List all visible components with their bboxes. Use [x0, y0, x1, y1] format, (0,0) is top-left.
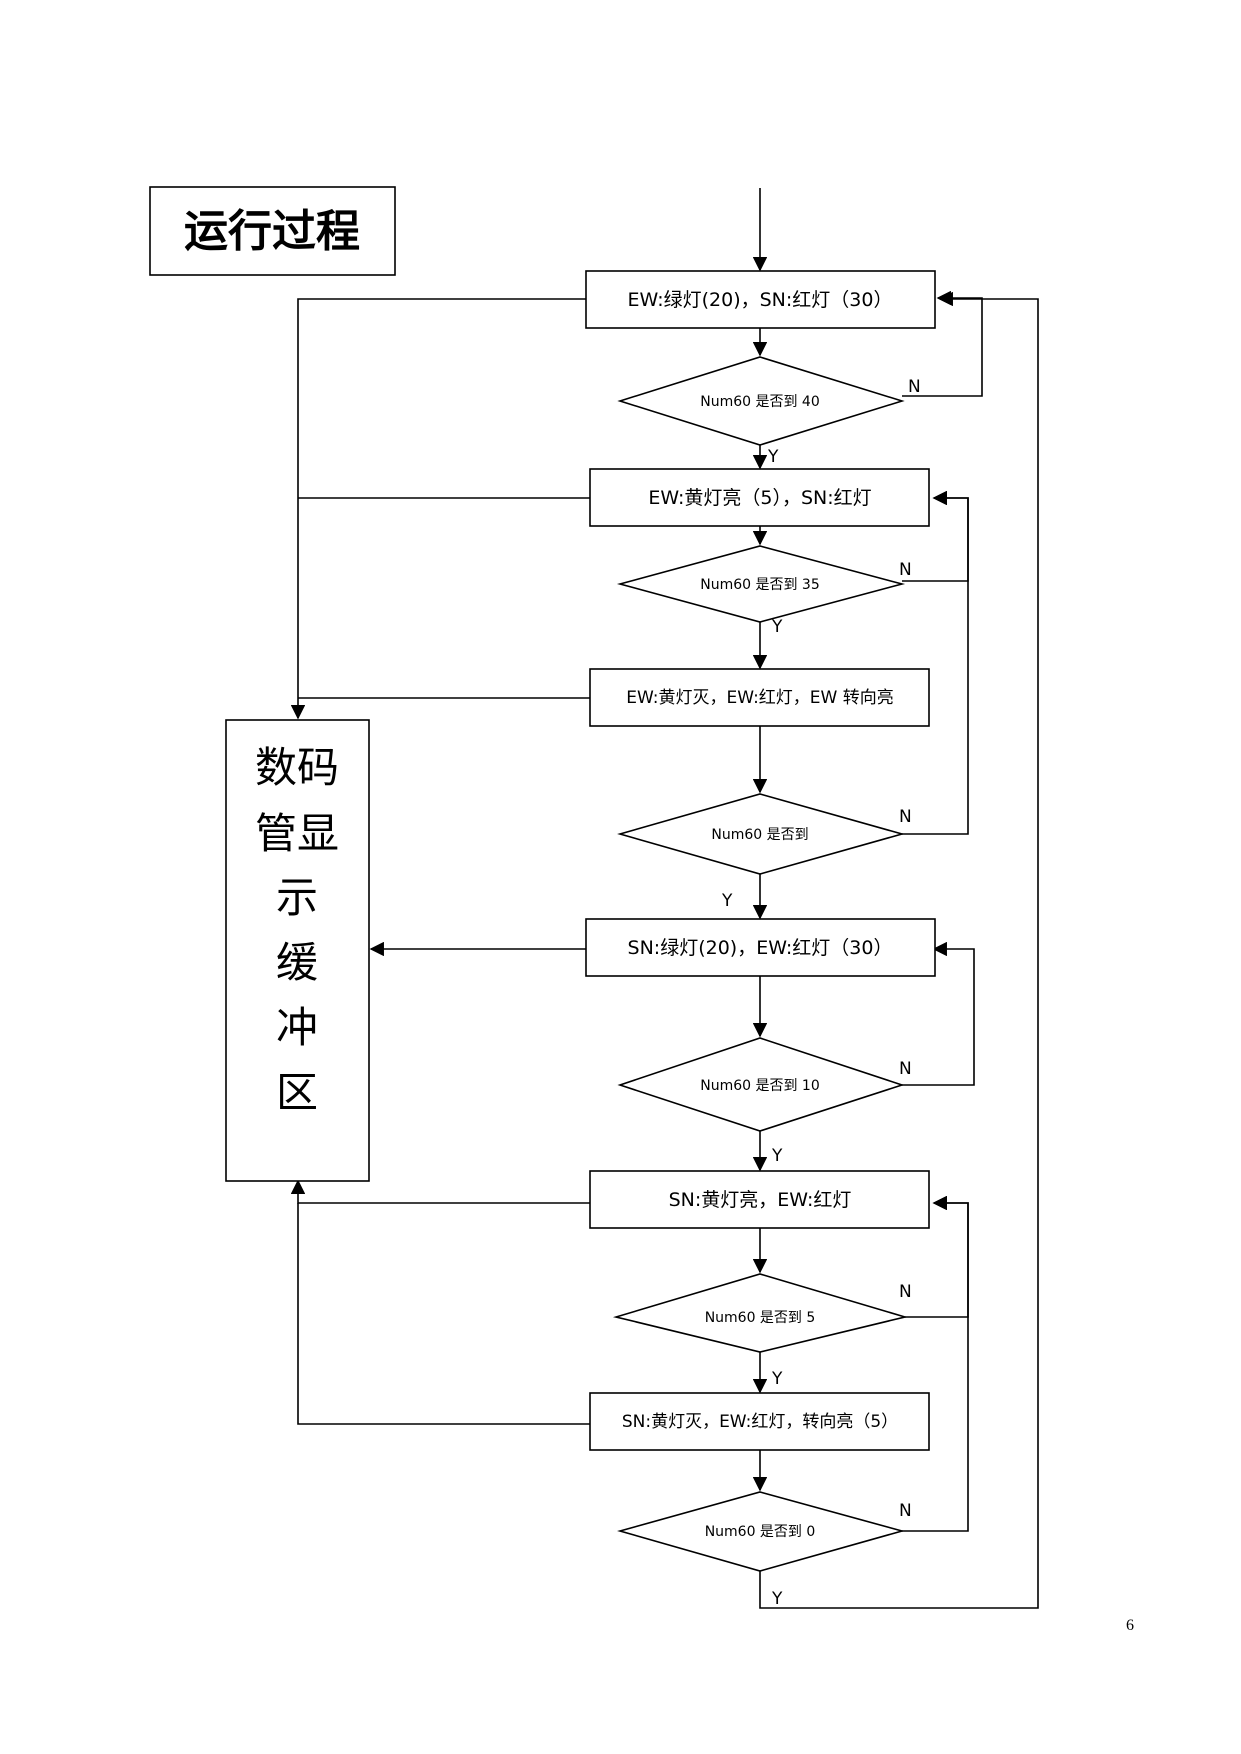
process-box-2: EW:黄灯亮（5），SN:红灯 [589, 468, 930, 527]
b6-to-buffer [297, 1203, 590, 1425]
decision-1: Num60 是否到 40 [617, 356, 905, 446]
b1-to-buffer [290, 298, 586, 720]
process-text-2: EW:黄灯亮（5），SN:红灯 [648, 487, 871, 509]
decision-text-6: Num60 是否到 0 [705, 1524, 816, 1540]
yes-label: Y [771, 1146, 783, 1166]
no-label: N [899, 1282, 912, 1302]
title-text: 运行过程 [184, 206, 360, 257]
process-text-5: SN:黄灯亮，EW:红灯 [669, 1189, 852, 1211]
buffer-line-3: 示 [276, 873, 318, 922]
process-box-3: EW:黄灯灭，EW:红灯，EW 转向亮 [589, 668, 930, 727]
decision-5: Num60 是否到 5 [612, 1273, 909, 1353]
process-box-5: SN:黄灯亮，EW:红灯 [589, 1170, 930, 1229]
branch-labels: N Y N Y N Y N Y N Y N Y [721, 377, 921, 1609]
process-text-1: EW:绿灯(20)，SN:红灯（30） [628, 289, 893, 311]
yes-label: Y [771, 617, 783, 637]
no-label: N [908, 377, 921, 397]
loop-d1-no [902, 290, 983, 397]
buffer-line-1: 数码 [255, 743, 339, 792]
process-box-4: SN:绿灯(20)，EW:红灯（30） [585, 918, 936, 977]
no-label: N [899, 1501, 912, 1521]
decision-text-4: Num60 是否到 10 [700, 1078, 820, 1094]
decision-text-1: Num60 是否到 40 [700, 394, 820, 410]
decision-text-3: Num60 是否到 [711, 827, 808, 843]
connectors [290, 188, 1039, 1609]
decision-text-2: Num60 是否到 35 [700, 577, 820, 593]
loop-d6-no [902, 1195, 969, 1532]
no-label: N [899, 560, 912, 580]
b5-to-buffer [290, 1179, 590, 1204]
display-buffer-box: 数码 管显 示 缓 冲 区 [225, 719, 370, 1182]
buffer-line-5: 冲 [276, 1003, 318, 1052]
yes-label: Y [771, 1369, 783, 1389]
decision-text-5: Num60 是否到 5 [705, 1310, 816, 1326]
decision-2: Num60 是否到 35 [616, 545, 906, 623]
process-box-1: EW:绿灯(20)，SN:红灯（30） [585, 270, 936, 329]
process-text-3: EW:黄灯灭，EW:红灯，EW 转向亮 [626, 688, 894, 708]
yes-label: Y [771, 1589, 783, 1609]
title-box: 运行过程 [149, 186, 396, 276]
loop-d4-no [902, 941, 975, 1086]
buffer-line-2: 管显 [255, 809, 339, 858]
return-loop [759, 291, 1039, 1609]
buffer-line-6: 区 [276, 1068, 318, 1117]
decision-3: Num60 是否到 [617, 793, 905, 875]
process-text-6: SN:黄灯灭，EW:红灯，转向亮（5） [622, 1412, 898, 1432]
no-label: N [899, 807, 912, 827]
buffer-line-4: 缓 [276, 938, 318, 987]
yes-label: Y [767, 447, 779, 467]
process-box-6: SN:黄灯灭，EW:红灯，转向亮（5） [589, 1392, 930, 1451]
decision-4: Num60 是否到 10 [617, 1037, 905, 1132]
yes-label: Y [721, 891, 733, 911]
no-label: N [899, 1059, 912, 1079]
page-number: 6 [1126, 1617, 1134, 1634]
loop-d3-no [902, 490, 969, 835]
decision-6: Num60 是否到 0 [617, 1491, 905, 1572]
process-text-4: SN:绿灯(20)，EW:红灯（30） [628, 937, 893, 959]
